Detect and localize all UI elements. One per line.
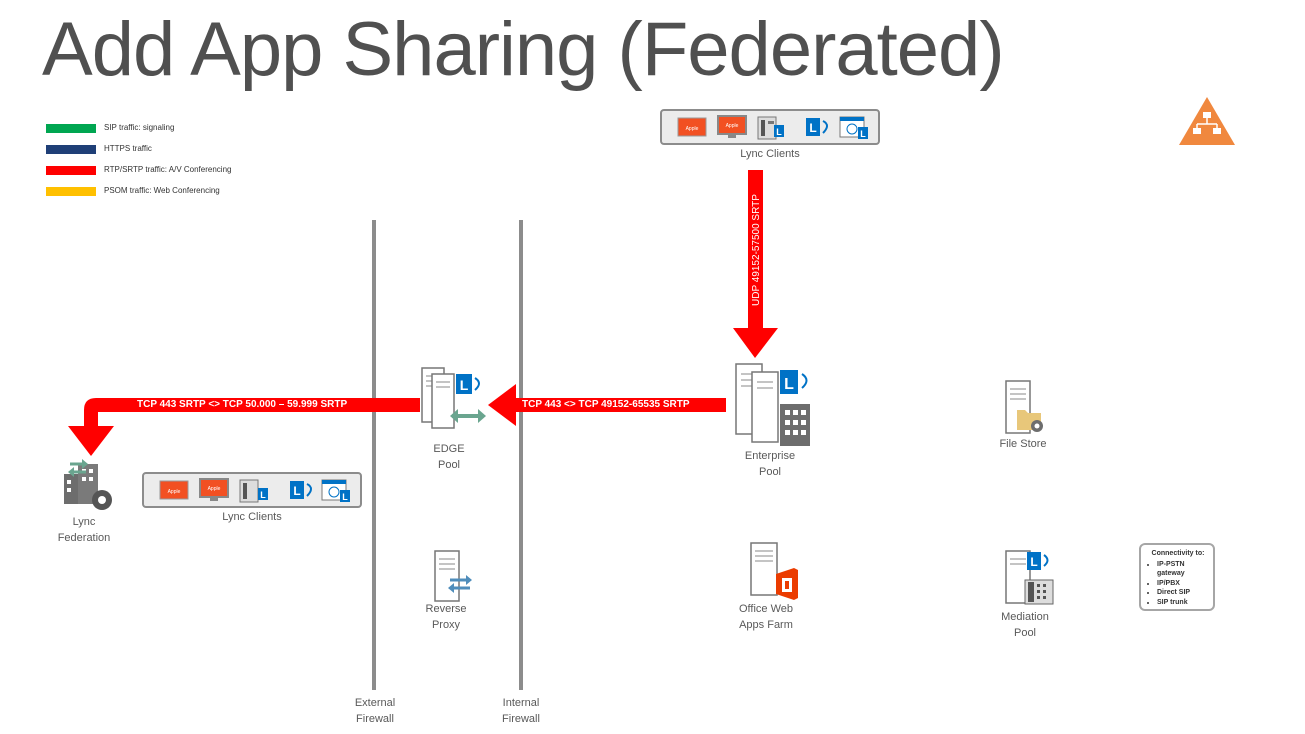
lync-clients-external-label: Lync Clients	[222, 511, 282, 523]
mediation-pool-icon: L	[1005, 550, 1054, 605]
external-firewall-line	[372, 220, 376, 690]
external-firewall-label: External Firewall	[354, 697, 396, 725]
client-icons: Apple Apple L L L	[159, 478, 350, 503]
connectivity-item: IP-PSTN gateway	[1157, 560, 1209, 579]
flow-clients-enterprise-head	[733, 328, 778, 358]
connectivity-list: IP-PSTN gateway IP/PBX Direct SIP SIP tr…	[1147, 560, 1209, 608]
enterprise-pool-label: Enterprise Pool	[744, 450, 796, 478]
file-store-icon	[1005, 380, 1043, 434]
svg-text:L: L	[809, 121, 816, 135]
legend-label-rtp: RTP/SRTP traffic: A/V Conferencing	[104, 165, 232, 174]
monitor-icon	[199, 478, 229, 501]
lync-icon: L	[290, 481, 312, 499]
lync-federation-label: Lync Federation	[57, 516, 111, 544]
lync-icon: L	[858, 127, 868, 139]
monitor-icon	[159, 480, 189, 500]
flow-edge-federation-shaft	[84, 398, 420, 428]
lync-clients-external-tray: Apple Apple L L L	[142, 472, 362, 508]
apple-label-2: Apple	[726, 123, 739, 129]
edge-pool-icon: L	[421, 367, 486, 429]
svg-text:L: L	[342, 492, 348, 502]
internal-firewall-label: Internal Firewall	[502, 697, 540, 725]
connectivity-item: SIP trunk	[1157, 598, 1209, 608]
svg-text:L: L	[776, 127, 782, 137]
enterprise-pool-icon: L	[735, 363, 810, 446]
phone-icon	[757, 116, 777, 140]
flow-enterprise-edge-shaft	[514, 398, 726, 412]
legend-swatch-rtp	[46, 166, 96, 175]
svg-text:L: L	[260, 490, 266, 500]
edge-pool-label: EDGE Pool	[433, 443, 465, 471]
diagram-icon	[1179, 97, 1235, 145]
flow-edge-federation-head	[68, 426, 114, 456]
connectivity-item: Direct SIP	[1157, 588, 1209, 598]
lync-icon: L	[774, 125, 784, 137]
server-icon	[751, 371, 779, 443]
building-icon	[64, 464, 98, 504]
apple-label-1: Apple	[686, 126, 699, 132]
svg-text:L: L	[860, 129, 866, 139]
svg-text:L: L	[460, 377, 469, 393]
gear-icon	[1031, 420, 1043, 432]
svg-text:L: L	[1030, 555, 1037, 569]
svg-text:L: L	[784, 376, 794, 393]
mediation-pool-label: Mediation Pool	[1001, 611, 1049, 639]
connectivity-box: Connectivity to: IP-PSTN gateway IP/PBX …	[1139, 543, 1215, 611]
lync-icon: L	[258, 488, 268, 500]
file-store-label: File Store	[999, 438, 1047, 450]
lync-icon: L	[456, 374, 480, 394]
legend-label-psom: PSOM traffic: Web Conferencing	[104, 186, 220, 195]
phone-icon	[1024, 579, 1054, 605]
building-icon	[780, 404, 810, 446]
legend-swatch-sip	[46, 124, 96, 133]
apple-label-4: Apple	[208, 486, 221, 492]
lync-icon: L	[340, 490, 350, 502]
monitor-icon	[677, 117, 707, 137]
connectivity-header: Connectivity to:	[1151, 550, 1205, 557]
arrows-icon	[68, 459, 88, 477]
reverse-proxy-label: Reverse Proxy	[425, 603, 467, 631]
office-web-apps-icon	[750, 542, 798, 600]
gear-icon	[92, 490, 112, 510]
flow-label-clients-enterprise: UDP 49152-57500 SRTP	[751, 194, 762, 306]
internal-firewall-line	[519, 220, 523, 690]
lync-federation-icon	[64, 459, 112, 510]
arrows-icon	[448, 575, 472, 593]
legend-label-sip: SIP traffic: signaling	[104, 123, 175, 132]
legend-label-https: HTTPS traffic	[104, 144, 152, 153]
lync-icon: L	[780, 370, 808, 394]
phone-icon	[239, 479, 259, 503]
arrows-icon	[450, 409, 486, 423]
reverse-proxy-icon	[434, 550, 472, 602]
flow-enterprise-edge-head	[488, 384, 516, 426]
legend-swatch-psom	[46, 187, 96, 196]
flow-clients-enterprise-shaft	[748, 170, 763, 330]
connectivity-item: IP/PBX	[1157, 579, 1209, 589]
svg-text:L: L	[293, 484, 300, 498]
office-icon	[776, 568, 798, 600]
lync-clients-top-label: Lync Clients	[740, 148, 800, 160]
apple-label-3: Apple	[168, 489, 181, 495]
flow-label-enterprise-edge: TCP 443 <> TCP 49152-65535 SRTP	[522, 399, 690, 410]
legend-swatch-https	[46, 145, 96, 154]
page-title: Add App Sharing (Federated)	[42, 7, 1005, 92]
monitor-icon	[717, 115, 747, 138]
flow-label-edge-federation: TCP 443 SRTP <> TCP 50.000 – 59.999 SRTP	[137, 399, 348, 410]
office-web-apps-label: Office Web Apps Farm	[738, 603, 793, 631]
server-icon	[750, 542, 778, 596]
client-icons: Apple Apple L L L	[677, 115, 868, 140]
lync-clients-top-tray: Apple Apple L L L	[660, 109, 880, 145]
lync-icon: L	[806, 118, 828, 136]
server-icon	[431, 373, 455, 429]
server-icon	[434, 550, 460, 602]
lync-icon: L	[1027, 552, 1049, 570]
